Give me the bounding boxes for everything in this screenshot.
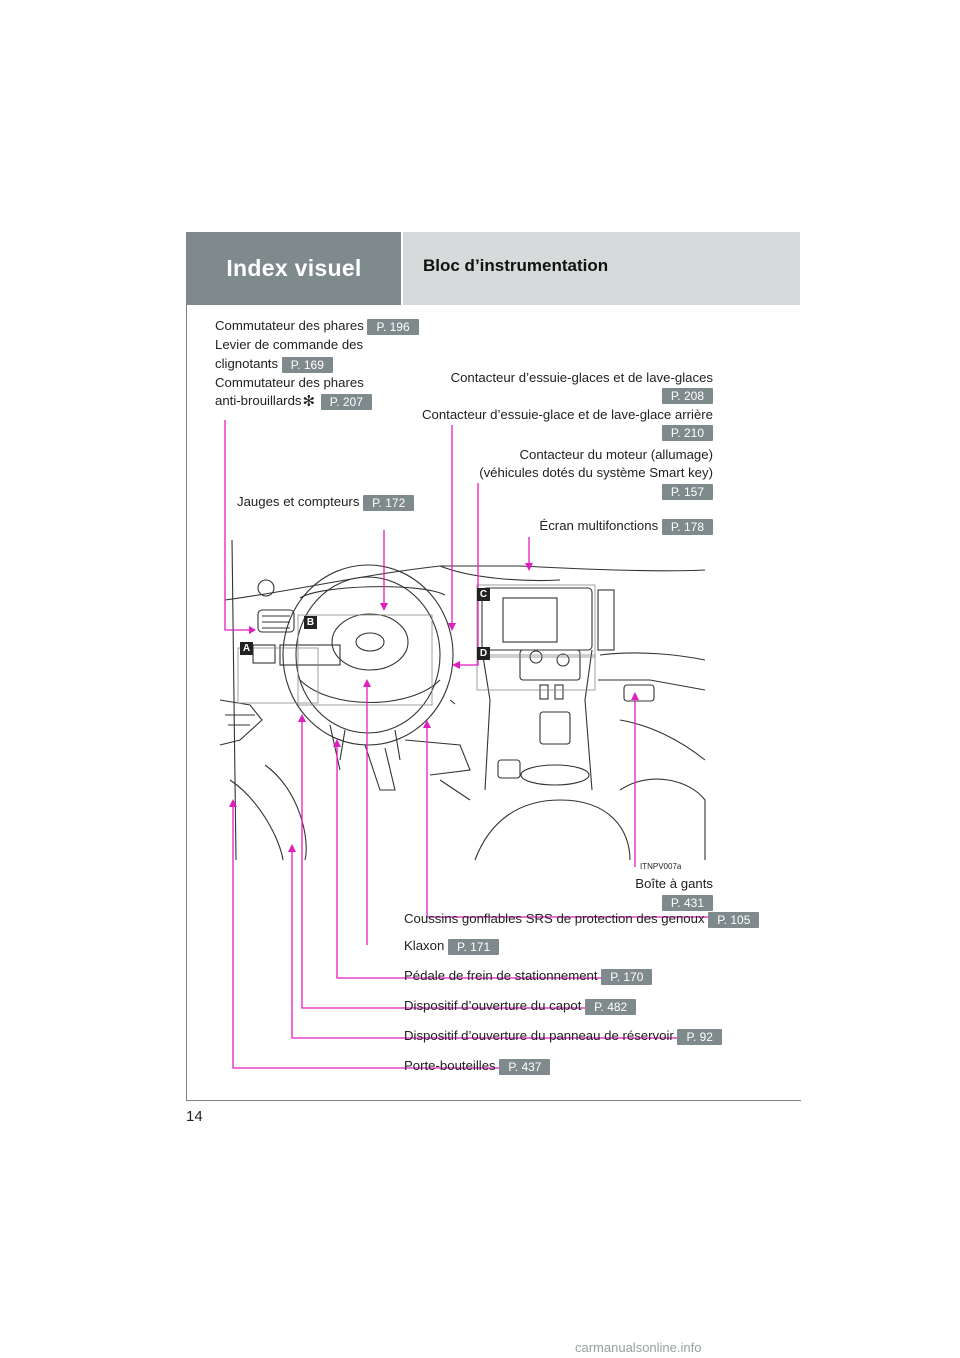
page-ref-knee-airbag[interactable]: P. 105	[708, 911, 760, 928]
callout-b: B	[304, 616, 317, 629]
footer-watermark[interactable]: carmanualsonline.info	[575, 1340, 702, 1355]
page-ref-hood[interactable]: P. 482	[585, 998, 637, 1015]
label-wiper-front: Contacteur d’essuie-glaces et de lave-gl…	[450, 370, 713, 385]
page-ref-glovebox[interactable]: P. 431	[661, 894, 713, 911]
callout-c: C	[477, 588, 490, 601]
section-tab: Index visuel	[187, 232, 401, 305]
page-ref-engine[interactable]: P. 157	[661, 483, 713, 500]
leader-lines	[224, 420, 720, 1069]
leader-arrowheads	[229, 563, 639, 852]
page-ref-gauges[interactable]: P. 172	[363, 494, 415, 511]
label-glovebox: Boîte à gants	[635, 876, 713, 891]
label-gauges: Jauges et compteurs P. 172	[237, 493, 415, 511]
page-title: Bloc d’instrumentation	[423, 256, 609, 275]
label-display: Écran multifonctions P. 178	[539, 517, 713, 535]
label-engine-line1: Contacteur du moteur (allumage)	[519, 447, 713, 462]
label-engine-line2: (véhicules dotés du système Smart key)	[479, 465, 713, 480]
page-ref-wiper-front-wrap: P. 208	[661, 387, 713, 405]
page-header: Bloc d’instrumentation	[403, 232, 800, 305]
page-ref-engine-wrap: P. 157	[661, 483, 713, 501]
label-turn-lever-line2: clignotants P. 169	[215, 355, 333, 373]
label-bottle-holder: Porte-bouteilles P. 437	[404, 1057, 551, 1075]
page-ref-display[interactable]: P. 178	[661, 518, 713, 535]
label-wiper-rear: Contacteur d’essuie-glace et de lave-gla…	[421, 407, 713, 422]
callout-d: D	[477, 647, 490, 660]
page-ref-parking-brake[interactable]: P. 170	[601, 968, 653, 985]
page-ref-horn[interactable]: P. 171	[448, 938, 500, 955]
label-headlight-switch: Commutateur des phares P. 196	[215, 317, 419, 335]
callout-frames	[237, 584, 596, 706]
label-fuel-door: Dispositif d’ouverture du panneau de rés…	[404, 1027, 722, 1045]
image-code: ITNPV007a	[640, 862, 682, 871]
label-parking-brake: Pédale de frein de stationnement P. 170	[404, 967, 653, 985]
label-hood: Dispositif d’ouverture du capot P. 482	[404, 997, 637, 1015]
label-fog-line2: anti-brouillards✻ P. 207	[215, 392, 372, 410]
page-ref-fog[interactable]: P. 207	[320, 393, 372, 410]
label-turn-lever-line1: Levier de commande des	[215, 337, 364, 352]
page-ref-wiper-front[interactable]: P. 208	[661, 387, 713, 404]
page-ref-turn-lever[interactable]: P. 169	[281, 356, 333, 373]
page-number: 14	[186, 1108, 203, 1125]
page-ref-wiper-rear[interactable]: P. 210	[661, 424, 713, 441]
page-frame	[186, 232, 801, 1101]
page-ref-glovebox-wrap: P. 431	[661, 894, 713, 912]
asterisk-mark: ✻	[302, 393, 316, 410]
label-horn: Klaxon P. 171	[404, 937, 500, 955]
page-ref-wiper-rear-wrap: P. 210	[661, 424, 713, 442]
page-ref-headlight[interactable]: P. 196	[367, 318, 419, 335]
callout-a: A	[240, 642, 253, 655]
label-fog-line1: Commutateur des phares	[215, 375, 364, 390]
dashboard-drawing	[219, 539, 706, 861]
page-ref-fuel-door[interactable]: P. 92	[677, 1028, 722, 1045]
label-knee-airbag: Coussins gonflables SRS de protection de…	[404, 910, 760, 928]
page-ref-bottle-holder[interactable]: P. 437	[499, 1058, 551, 1075]
